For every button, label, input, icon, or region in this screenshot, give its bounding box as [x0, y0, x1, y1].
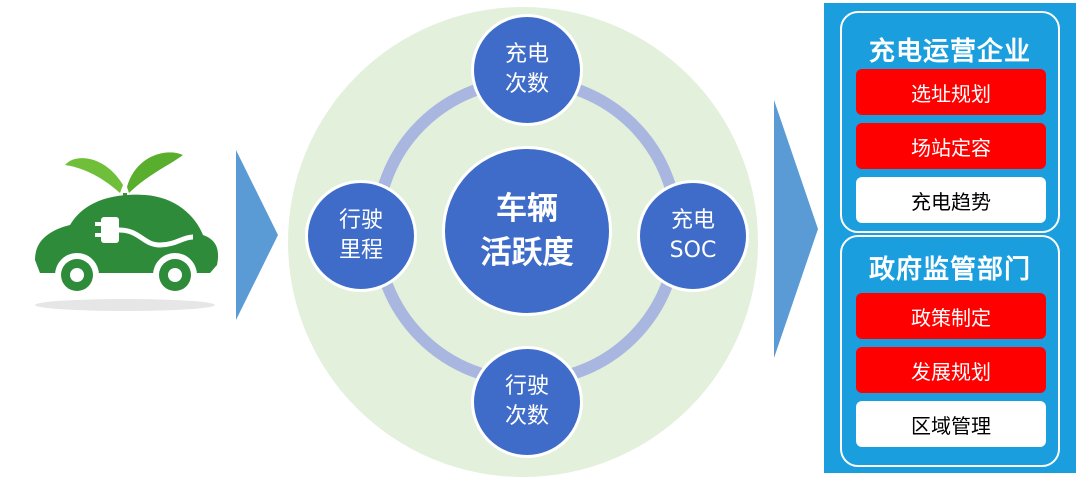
- node-label-line1: 充电: [504, 42, 549, 67]
- item-charging-trend: 充电趋势: [856, 177, 1046, 223]
- node-label-line1: 行驶: [504, 374, 549, 399]
- group-title: 充电运营企业: [868, 37, 1031, 67]
- node-label-line2: 次数: [504, 404, 549, 429]
- electric-car-icon: [25, 145, 225, 315]
- node-charge-soc: 充电 SOC: [637, 180, 749, 292]
- node-label-line1: 行驶: [338, 208, 383, 233]
- application-panel: 充电运营企业 选址规划 场站定容 充电趋势 政府监管部门 政策制定 发展规划 区…: [824, 3, 1076, 473]
- node-label-line1: 充电: [670, 208, 715, 233]
- group-title: 政府监管部门: [868, 255, 1031, 285]
- center-label-line2: 活跃度: [480, 235, 574, 271]
- center-label-line1: 车辆: [496, 191, 558, 227]
- item-station-capacity: 场站定容: [856, 123, 1046, 169]
- node-label-line2: 次数: [504, 72, 549, 97]
- group-government-regulators: 政府监管部门 政策制定 发展规划 区域管理: [840, 235, 1060, 467]
- node-charge-count: 充电 次数: [471, 14, 583, 126]
- node-label-line2: SOC: [669, 238, 717, 263]
- node-mileage: 行驶 里程: [305, 180, 417, 292]
- item-policy-making: 政策制定: [856, 293, 1046, 339]
- right-arrow-icon: [236, 150, 278, 324]
- node-trip-count: 行驶 次数: [471, 346, 583, 458]
- item-development-planning: 发展规划: [856, 347, 1046, 393]
- item-regional-management: 区域管理: [856, 401, 1046, 447]
- group-charging-operators: 充电运营企业 选址规划 场站定容 充电趋势: [840, 11, 1060, 233]
- node-label-line2: 里程: [338, 238, 383, 263]
- center-node-vehicle-activity: 车辆 活跃度: [442, 146, 612, 316]
- right-arrow-icon: [774, 100, 818, 362]
- item-site-planning: 选址规划: [856, 69, 1046, 115]
